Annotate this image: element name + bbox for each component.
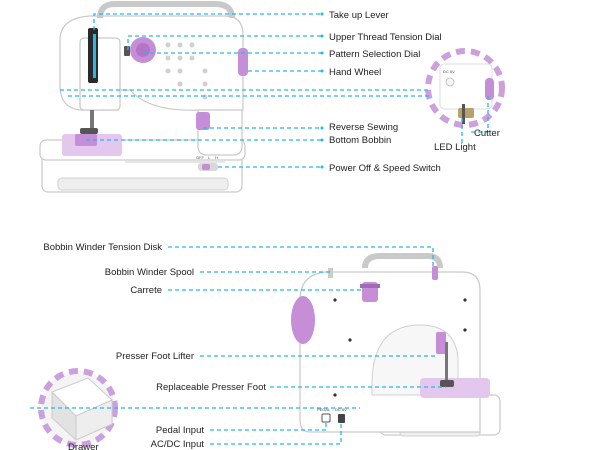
- label-ac-dc-input: AC/DC Input: [151, 439, 205, 450]
- label-upper-thread-tension-dial: Upper Thread Tension Dial: [329, 32, 442, 43]
- label-take-up-lever: Take up Lever: [329, 10, 389, 21]
- label-bobbin-winder-tension-disk: Bobbin Winder Tension Disk: [43, 242, 162, 253]
- port-mark-pedal: PEDAL: [317, 407, 331, 412]
- label-bobbin-winder-spool: Bobbin Winder Spool: [105, 267, 194, 278]
- switch-mark-l: L: [208, 155, 211, 160]
- cutter-led-closeup: DC 6V: [425, 48, 505, 128]
- label-hand-wheel: Hand Wheel: [329, 67, 381, 78]
- label-cutter: Cutter: [474, 128, 500, 139]
- leader-lines-bottom: [30, 246, 446, 445]
- label-presser-foot-lifter: Presser Foot Lifter: [116, 351, 194, 362]
- label-carrete: Carrete: [130, 285, 162, 296]
- label-replaceable-presser-foot: Replaceable Presser Foot: [156, 382, 266, 393]
- label-pedal-input: Pedal Input: [156, 425, 204, 436]
- label-pattern-selection-dial: Pattern Selection Dial: [329, 49, 420, 60]
- label-power-off-speed-switch: Power Off & Speed Switch: [329, 163, 441, 174]
- switch-mark-h: H: [215, 155, 218, 160]
- rear-view-machine: PEDAL DC 6V: [291, 253, 501, 437]
- front-view-machine: OFF L H: [39, 0, 248, 193]
- svg-text:DC 6V: DC 6V: [443, 69, 455, 74]
- leader-lines-top: [60, 12, 489, 169]
- switch-mark-off: OFF: [196, 155, 205, 160]
- label-drawer: Drawer: [68, 442, 99, 450]
- port-mark-dc: DC 6V: [335, 407, 347, 412]
- label-reverse-sewing: Reverse Sewing: [329, 122, 398, 133]
- label-led-light: LED Light: [434, 142, 476, 153]
- label-group: Take up Lever Upper Thread Tension Dial …: [43, 10, 500, 450]
- label-bottom-bobbin: Bottom Bobbin: [329, 135, 391, 146]
